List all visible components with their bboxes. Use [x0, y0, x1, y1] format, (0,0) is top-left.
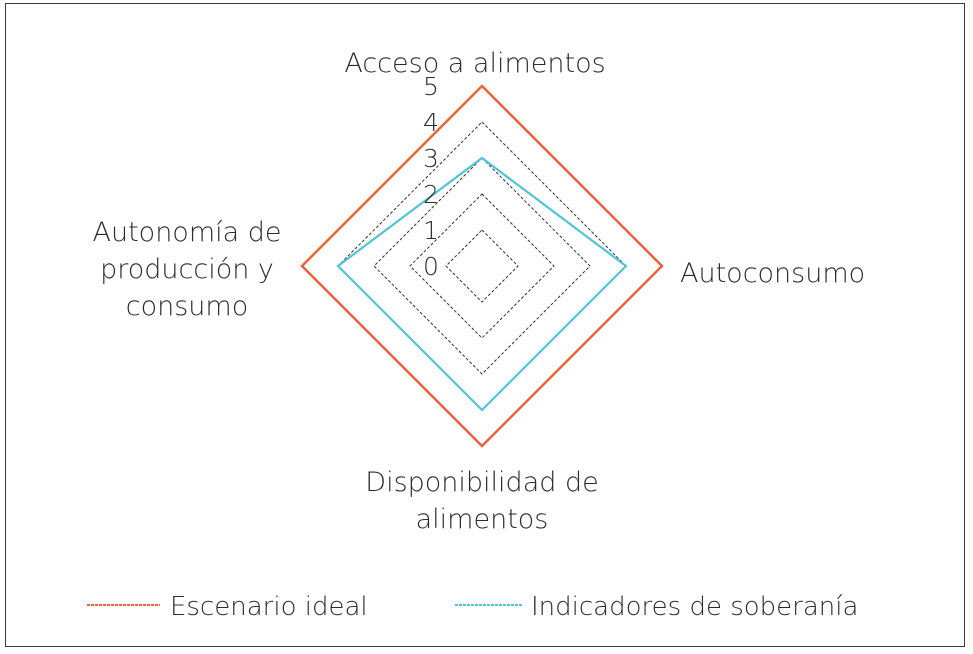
- legend-label-0: Escenario ideal: [170, 592, 368, 622]
- radar-axis-labels: Acceso a alimentosAutoconsumoDisponibili…: [93, 48, 866, 535]
- tick-label-1: 1: [423, 216, 439, 245]
- tick-label-3: 3: [423, 144, 439, 173]
- axis-label-3-line-2: consumo: [126, 291, 248, 322]
- axis-label-0-line-0: Acceso a alimentos: [344, 48, 605, 79]
- axis-label-3-line-0: Autonomía de: [93, 217, 282, 248]
- axis-label-2-line-1: alimentos: [416, 504, 549, 535]
- axis-label-3-line-1: producción y: [100, 254, 274, 285]
- series-polygon-indicadores-soberania: [336, 156, 628, 412]
- grid-ring-5: [301, 85, 663, 447]
- grid-ring-2: [409, 193, 555, 339]
- grid-ring-1: [445, 229, 519, 303]
- chart-frame: [5, 3, 965, 647]
- tick-label-4: 4: [423, 108, 439, 137]
- radar-tick-labels: 0 1 2 3 4 5: [423, 72, 439, 281]
- grid-ring-4: [337, 121, 627, 411]
- axis-label-2-line-0: Disponibilidad de: [365, 467, 598, 498]
- chart-legend: Escenario ideal Indicadores de soberanía: [87, 592, 858, 622]
- tick-label-0: 0: [423, 252, 439, 281]
- grid-ring-3: [373, 157, 591, 375]
- legend-label-1: Indicadores de soberanía: [531, 592, 858, 622]
- tick-label-2: 2: [423, 180, 439, 209]
- axis-label-1-line-0: Autoconsumo: [680, 258, 865, 289]
- tick-label-5: 5: [423, 72, 439, 101]
- series-polygon-escenario-ideal: [300, 84, 664, 448]
- radar-series: [300, 84, 664, 448]
- radar-grid: [301, 85, 663, 447]
